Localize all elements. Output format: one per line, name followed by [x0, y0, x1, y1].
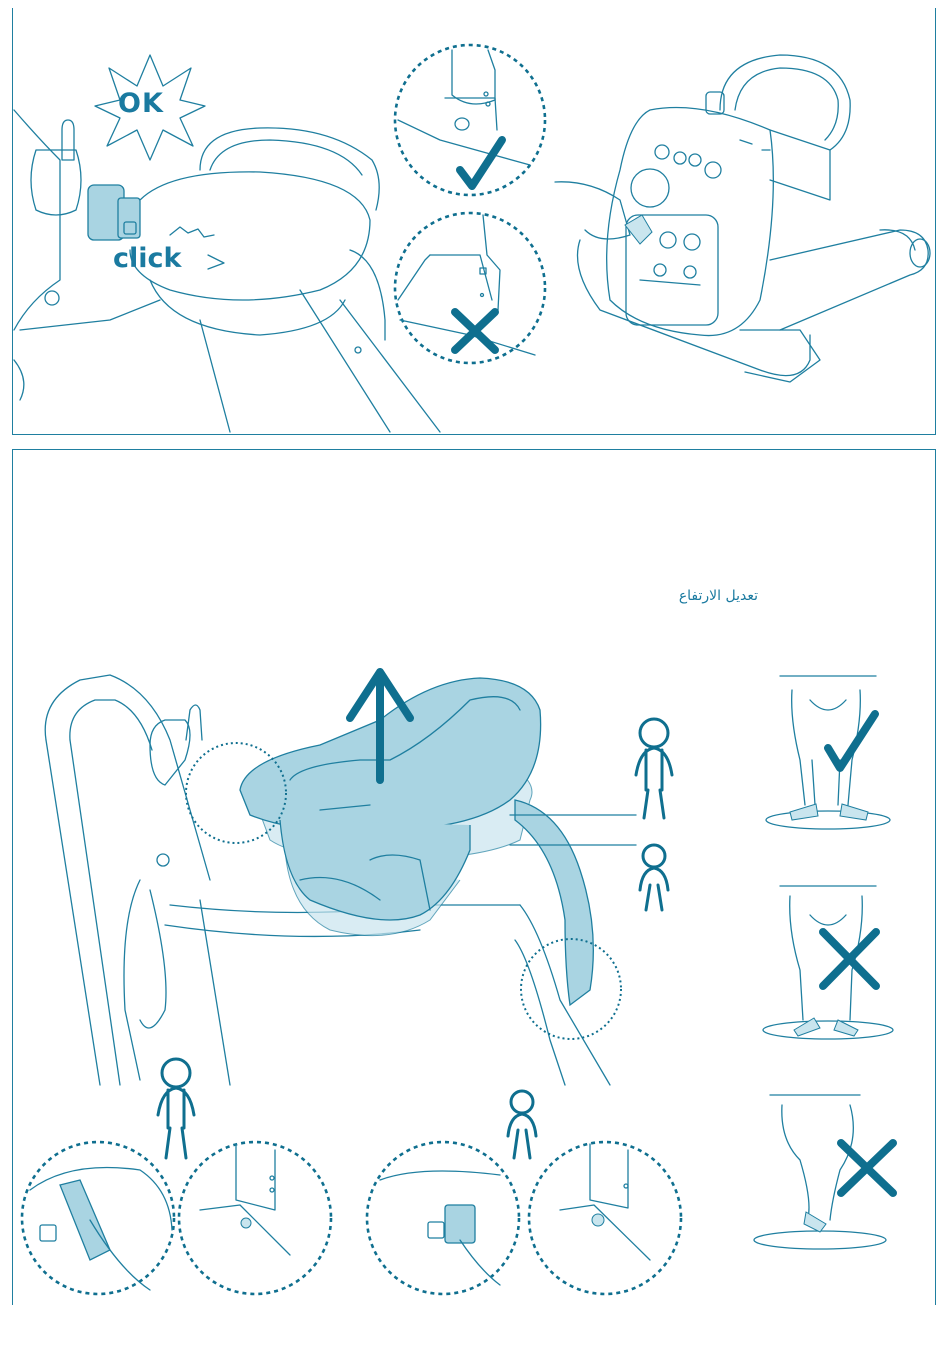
ok-label: OK: [118, 88, 164, 119]
click-label: click: [113, 243, 181, 274]
height-adjust-heading: تعديل الارتفاع: [640, 588, 758, 604]
incorrect-lock-detail: [395, 213, 545, 363]
walker-seat-illustration: [14, 110, 440, 432]
bottom-panel: [12, 449, 936, 1305]
walker-activity-panel-illustration: [555, 55, 930, 382]
cross-icon: [455, 312, 495, 350]
correct-lock-detail: [395, 45, 545, 195]
